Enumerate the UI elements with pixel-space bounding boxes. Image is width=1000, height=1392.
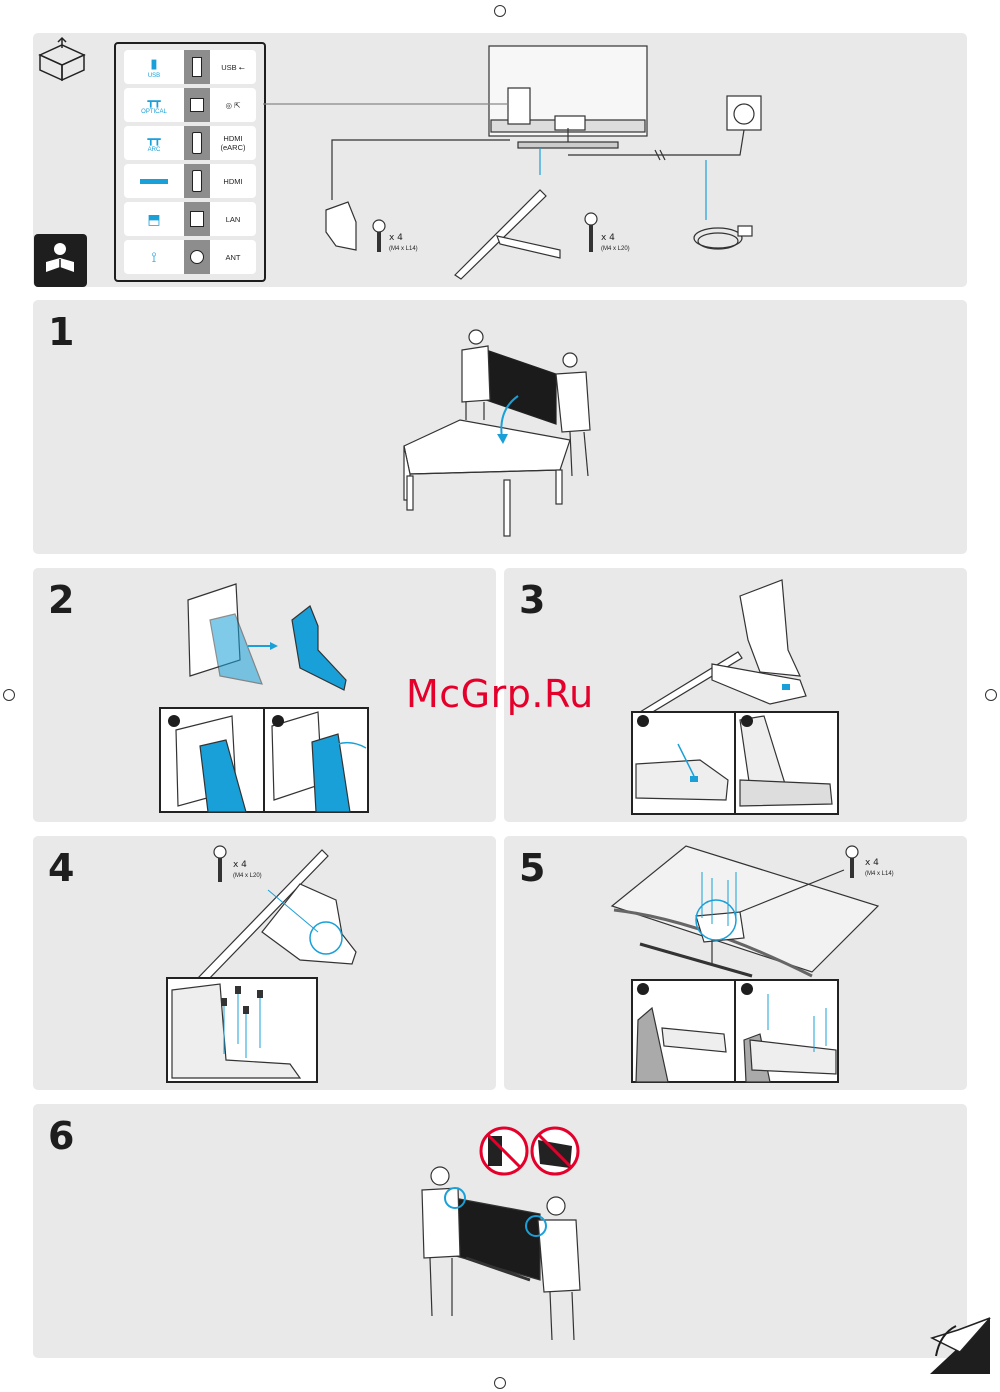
step-4-screw-qty: x 4 xyxy=(233,860,247,870)
lan-icon: ⬒ xyxy=(147,210,161,227)
port-row-lan: ⬒ LAN xyxy=(124,202,256,236)
port-label: ARC xyxy=(147,147,161,153)
step-3-number: 3 xyxy=(519,578,546,622)
step-1-panel xyxy=(33,300,967,554)
hdmi-cable-icon xyxy=(140,178,168,184)
port-name: LAN xyxy=(210,202,256,236)
step-5-number: 5 xyxy=(519,846,546,890)
screw-b-qty: x 4 xyxy=(601,233,615,243)
port-row-usb: ▮USB USB ⭠ xyxy=(124,50,256,84)
step-5-panel xyxy=(504,836,967,1090)
port-name: ANT xyxy=(210,240,256,274)
step-5-screw-qty: x 4 xyxy=(865,858,879,868)
registration-mark-bottom xyxy=(494,1377,506,1389)
port-name: ◎ ⇱ xyxy=(210,88,256,122)
antenna-icon: ⟟ xyxy=(151,248,157,265)
watermark: McGrp.Ru xyxy=(406,672,594,716)
port-row-optical: ┳┳OPTICAL ◎ ⇱ xyxy=(124,88,256,122)
port-row-arc: ┳┳ARC HDMI (eARC) xyxy=(124,126,256,160)
step-4-number: 4 xyxy=(48,846,75,890)
port-row-antenna: ⟟ ANT xyxy=(124,240,256,274)
step-1-number: 1 xyxy=(48,310,75,354)
usb-icon: ▮ xyxy=(150,55,158,71)
port-label: OPTICAL xyxy=(141,109,167,115)
port-label: USB xyxy=(147,72,161,79)
connection-panel: ▮USB USB ⭠ ┳┳OPTICAL ◎ ⇱ ┳┳ARC HDMI (eAR… xyxy=(114,42,266,282)
registration-mark-left xyxy=(3,689,15,701)
port-name: USB ⭠ xyxy=(210,50,256,84)
port-name: HDMI xyxy=(210,164,256,198)
step-5-screw-spec: (M4 x L14) xyxy=(865,871,894,877)
port-name: HDMI (eARC) xyxy=(210,126,256,160)
screw-b-spec: (M4 x L20) xyxy=(601,246,630,252)
step-6-panel xyxy=(33,1104,967,1358)
registration-mark-top xyxy=(494,5,506,17)
step-6-number: 6 xyxy=(48,1114,75,1158)
screw-a-qty: x 4 xyxy=(389,233,403,243)
step-4-screw-spec: (M4 x L20) xyxy=(233,873,262,879)
screw-a-spec: (M4 x L14) xyxy=(389,246,418,252)
step-2-number: 2 xyxy=(48,578,75,622)
registration-mark-right xyxy=(985,689,997,701)
arc-icon: ┳┳ xyxy=(147,134,161,146)
user-manual-icon xyxy=(34,234,87,287)
optical-icon: ┳┳ xyxy=(147,96,161,108)
step-4-panel xyxy=(33,836,496,1090)
port-row-hdmi: HDMI xyxy=(124,164,256,198)
